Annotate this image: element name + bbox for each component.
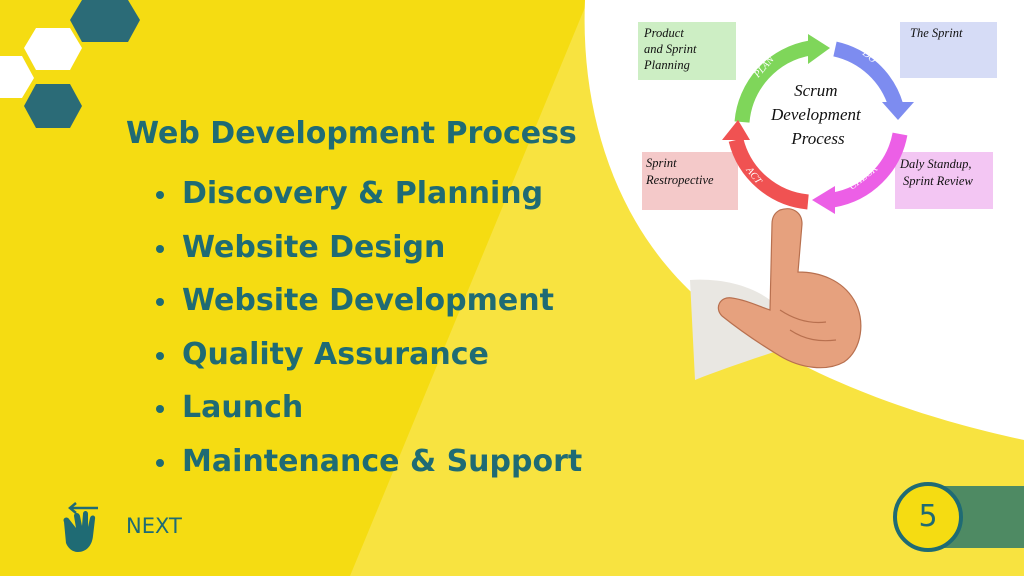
check-arc [831,132,908,208]
standup-box-text: Daly Standup, Sprint Review [899,157,975,188]
bullet-text: Launch [182,390,304,425]
pointing-hand-illustration [690,208,862,380]
check-arrowhead [812,186,835,214]
bullet-text: Website Development [182,283,554,318]
bullet-text: Maintenance & Support [182,443,583,479]
act-arc [728,137,809,210]
next-label: NEXT [126,514,182,538]
diagram-center-title: Scrum Development Process [770,81,865,148]
hexagon-white-mid [24,28,82,70]
hexagon-teal-bottom [24,84,82,128]
sprint-box [900,22,997,78]
act-arrowhead [722,120,750,140]
hexagon-decoration [0,0,140,128]
list-item: Launch [156,386,582,440]
do-arrowhead [882,102,914,120]
bullet-dot [156,298,164,306]
retrospective-box-text: Sprint Restropective [645,156,714,187]
list-item: Website Development [156,279,582,333]
finger-detail [779,309,837,342]
list-item: Website Design [156,226,582,280]
retrospective-box [642,152,738,210]
hexagon-white-left [0,56,34,98]
cycle-arrows [722,34,914,214]
shirt-cuff [690,279,780,380]
bullet-text: Discovery & Planning [182,176,544,211]
bullet-dot [156,458,164,467]
white-curved-panel [584,0,1024,440]
bullet-dot [156,405,164,413]
plan-arrowhead [808,34,830,64]
slide-title: Web Development Process [126,116,577,151]
bullet-dot [156,351,164,360]
bullet-text: Website Design [182,229,446,265]
do-arc [833,41,904,109]
list-item: Maintenance & Support [156,440,582,494]
bullet-dot [156,244,164,253]
standup-box [895,152,993,209]
planning-box [638,22,736,80]
list-item: Quality Assurance [156,333,582,387]
next-button[interactable]: NEXT [56,496,206,560]
process-steps-list: Discovery & Planning Website Design Webs… [156,172,582,493]
planning-box-text: Product and Sprint Planning [643,26,700,72]
page-number-shape [893,482,1024,552]
page-number: 5 [918,499,938,534]
hexagon-teal-top [70,0,140,42]
scrum-diagram: Product and Sprint Planning The Sprint S… [638,22,997,380]
bullet-text: Quality Assurance [182,336,489,372]
page-number-badge: 5 [893,482,1024,552]
hand-swipe-icon [63,502,98,552]
plan-arc [734,40,812,123]
sprint-box-text: The Sprint [910,26,963,40]
hand [717,208,862,369]
list-item: Discovery & Planning [156,172,582,226]
bullet-dot [156,191,164,199]
